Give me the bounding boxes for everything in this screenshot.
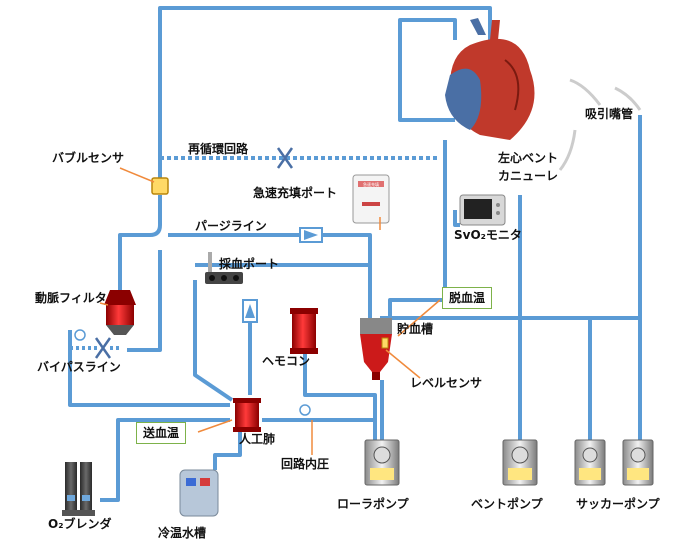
heart-icon <box>445 18 535 140</box>
sampling-tube <box>193 280 234 402</box>
svo2-tube <box>453 210 460 227</box>
sucker-line-2 <box>590 316 642 440</box>
sampling-port-label: 採血ポート <box>219 257 280 271</box>
arterial-filter-icon <box>104 290 136 335</box>
vent-pump-label: ベントポンプ <box>471 497 543 511</box>
hemocon-label: ヘモコン <box>262 354 311 368</box>
arterial-filter-label: 動脈フィルタ <box>35 291 107 305</box>
rapid-fill-port-label: 急速充填ポート <box>253 186 338 200</box>
hemocon-tube <box>303 350 377 440</box>
top-loop-tube <box>158 6 492 178</box>
suction-tip-icon <box>558 78 642 171</box>
sampling-port-icon <box>205 252 243 284</box>
o2-blender-label: O₂ブレンダ <box>48 517 112 531</box>
purge-line-tube <box>168 233 372 320</box>
arterial-return-tube <box>127 250 162 352</box>
arterial-line-tube <box>118 195 162 300</box>
suction-tip-label: 吸引嘴管 <box>585 107 634 121</box>
recirculation-label: 再循環回路 <box>188 142 249 156</box>
bypass-left-tube <box>68 330 230 407</box>
left-vent-cannula-label-1: 左心ベント <box>498 151 559 165</box>
check-valve-icon <box>242 299 258 323</box>
level-sensor-label: レベルセンサ <box>410 376 483 390</box>
clamp-icon <box>94 147 294 359</box>
left-vent-cannula-label-2: カニューレ <box>498 169 559 183</box>
circuit-pressure-label: 回路内圧 <box>281 457 330 471</box>
sucker-pump-2-icon <box>622 439 654 486</box>
venous-drain-tube <box>388 140 447 322</box>
purge-line-label: パージライン <box>195 219 267 233</box>
oxygenator-label: 人工肺 <box>239 432 276 446</box>
hemocon-icon <box>290 308 318 354</box>
bag-text: 急速充填 <box>363 181 379 187</box>
cooler-heater-label: 冷温水槽 <box>158 526 207 540</box>
oxy-gas-tube <box>100 418 230 502</box>
rapid-fill-bag-icon: 急速充填 <box>352 174 390 224</box>
sucker-line-1 <box>520 316 592 440</box>
oxy-cooler-tube <box>213 430 242 470</box>
sucker-pump-label: サッカーポンプ <box>576 497 660 511</box>
leader-lines <box>99 167 441 455</box>
sucker-pump-1-icon <box>574 439 606 486</box>
svo2-monitor-label: SvO₂モニタ <box>454 228 522 242</box>
bubble-sensor-icon <box>151 177 169 195</box>
cooler-heater-icon <box>179 469 219 517</box>
bubble-sensor-label: バブルセンサ <box>52 151 125 165</box>
oxygenator-icon <box>233 398 261 432</box>
svo2-monitor-icon <box>459 194 506 226</box>
reservoir-label: 貯血槽 <box>397 322 434 336</box>
vent-pump-icon <box>502 439 538 486</box>
bypass-line-label: バイパスライン <box>37 360 121 374</box>
bypass-gauge-icon <box>74 329 86 341</box>
supply-temp-label: 送血温 <box>136 422 187 444</box>
deblood-temp-label: 脱血温 <box>442 287 493 309</box>
purge-valve-icon <box>299 227 323 243</box>
roller-pump-icon <box>364 439 400 486</box>
left-heart-loop-tube <box>398 18 457 122</box>
reservoir-icon <box>360 318 392 380</box>
pressure-gauge-icon <box>299 404 311 416</box>
o2-blender-icon <box>62 462 95 516</box>
roller-pump-label: ローラポンプ <box>337 497 409 511</box>
